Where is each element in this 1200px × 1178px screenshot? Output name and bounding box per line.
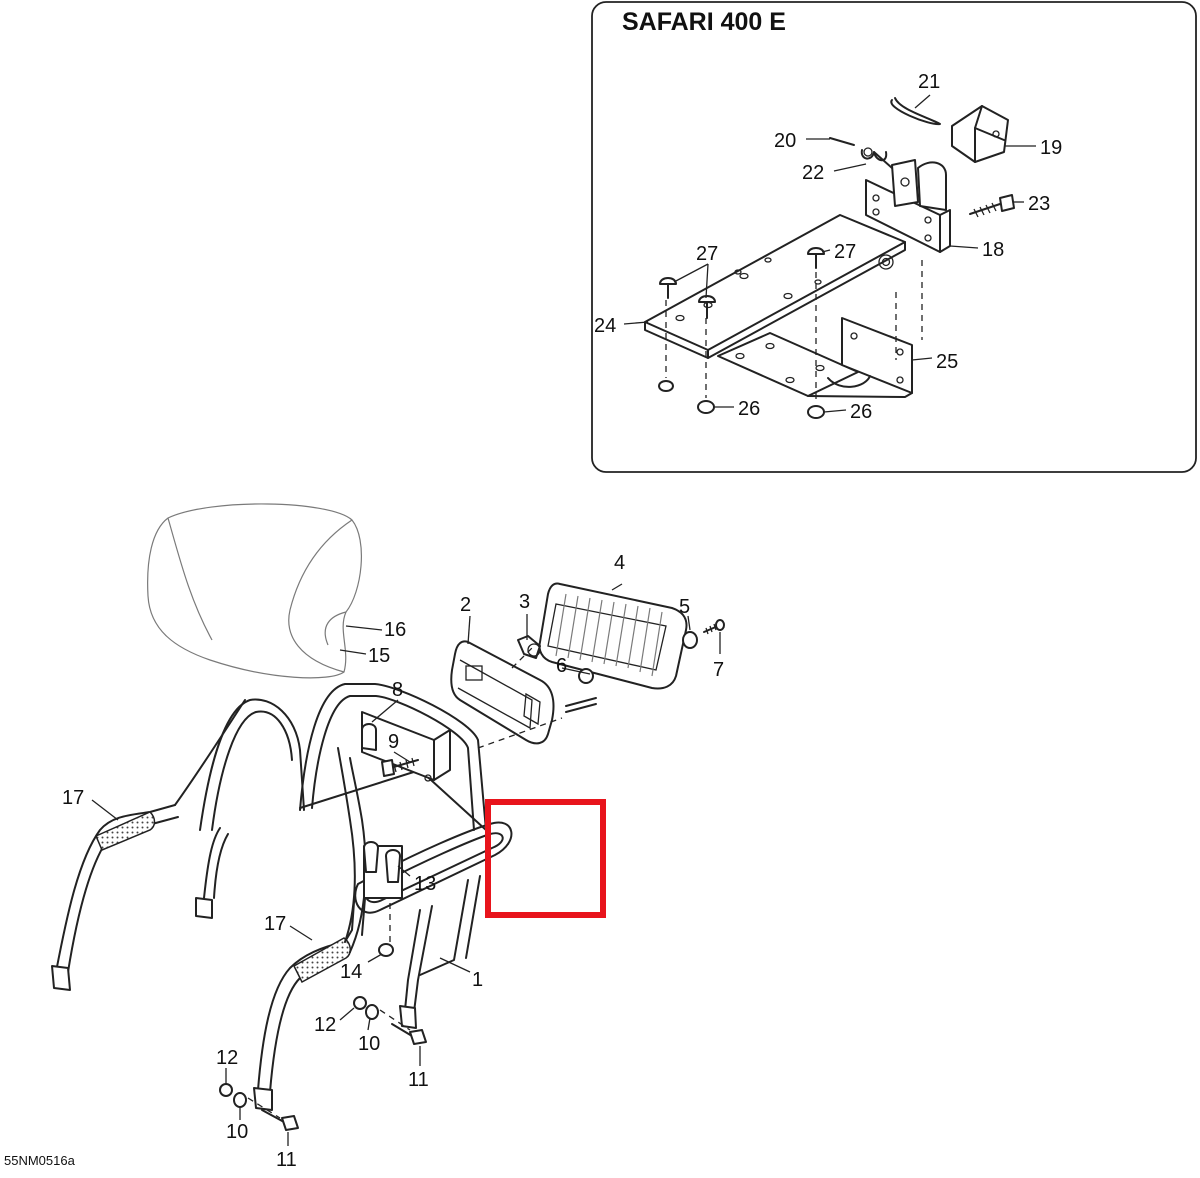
hitch-bracket — [865, 159, 951, 270]
callout-19: 19 — [1040, 137, 1062, 159]
hitch-plate — [644, 214, 906, 359]
pin-icon — [829, 137, 855, 146]
callout-26-right: 26 — [850, 401, 872, 423]
nut-icon — [578, 668, 594, 684]
inset-panel: SAFARI 400 E — [591, 1, 1197, 473]
callout-4: 4 — [614, 552, 625, 574]
callout-11-right: 11 — [408, 1069, 429, 1091]
callout-21: 21 — [918, 71, 940, 93]
callout-17-right: 17 — [264, 913, 286, 935]
callout-6: 6 — [556, 655, 567, 677]
callout-3: 3 — [519, 591, 530, 613]
lower-bracket — [717, 317, 913, 398]
mounting-plate — [363, 841, 403, 899]
main-assembly: 4 2 3 5 16 7 6 15 8 9 17 13 17 14 1 12 1… — [51, 503, 725, 1171]
callout-2: 2 — [460, 594, 471, 616]
inset-frame — [591, 1, 1197, 473]
callout-17-left: 17 — [62, 787, 84, 809]
callout-13: 13 — [414, 873, 436, 895]
license-bracket — [361, 711, 451, 782]
screw-icon — [703, 619, 725, 635]
spring-clip-icon — [860, 147, 893, 169]
callout-22: 22 — [802, 162, 824, 184]
taillight-lens — [538, 582, 688, 690]
nut-icon — [658, 380, 825, 419]
callout-23: 23 — [1028, 193, 1050, 215]
highlight-box — [485, 799, 606, 918]
washer-icon — [682, 631, 698, 649]
callout-12-right: 12 — [314, 1014, 336, 1036]
hitch-pin-clip-icon — [890, 97, 941, 126]
rack-handles — [51, 699, 367, 1111]
callout-10-right: 10 — [358, 1033, 380, 1055]
callout-1: 1 — [472, 969, 483, 991]
callout-14: 14 — [340, 961, 362, 983]
callout-27-left: 27 — [696, 243, 718, 265]
fastener-set-right — [353, 996, 427, 1045]
inset-leaders — [623, 94, 1036, 413]
callout-25: 25 — [936, 351, 958, 373]
bolt-icon — [381, 757, 419, 777]
callout-9: 9 — [388, 731, 399, 753]
callout-15: 15 — [368, 645, 390, 667]
callout-7: 7 — [713, 659, 724, 681]
callout-18: 18 — [982, 239, 1004, 261]
callout-12-left: 12 — [216, 1047, 238, 1069]
bolt-icon — [969, 194, 1015, 218]
backrest-cushion — [147, 503, 362, 679]
figure-code: 55NM0516a — [4, 1153, 76, 1168]
callout-8: 8 — [392, 679, 403, 701]
main-leaders — [91, 583, 721, 1146]
callout-11-left: 11 — [276, 1149, 297, 1171]
callout-26-left: 26 — [738, 398, 760, 420]
callout-5: 5 — [679, 596, 690, 618]
taillight-housing — [450, 640, 555, 745]
callout-16: 16 — [384, 619, 406, 641]
callout-24: 24 — [594, 315, 616, 337]
hitch-block — [951, 105, 1009, 163]
callout-20: 20 — [774, 130, 796, 152]
bulb-icon — [517, 635, 541, 659]
nut-icon — [378, 943, 394, 957]
callout-27-right: 27 — [834, 241, 856, 263]
inset-title: SAFARI 400 E — [622, 8, 786, 36]
callout-10-left: 10 — [226, 1121, 248, 1143]
carriage-bolt-icon — [659, 247, 825, 319]
